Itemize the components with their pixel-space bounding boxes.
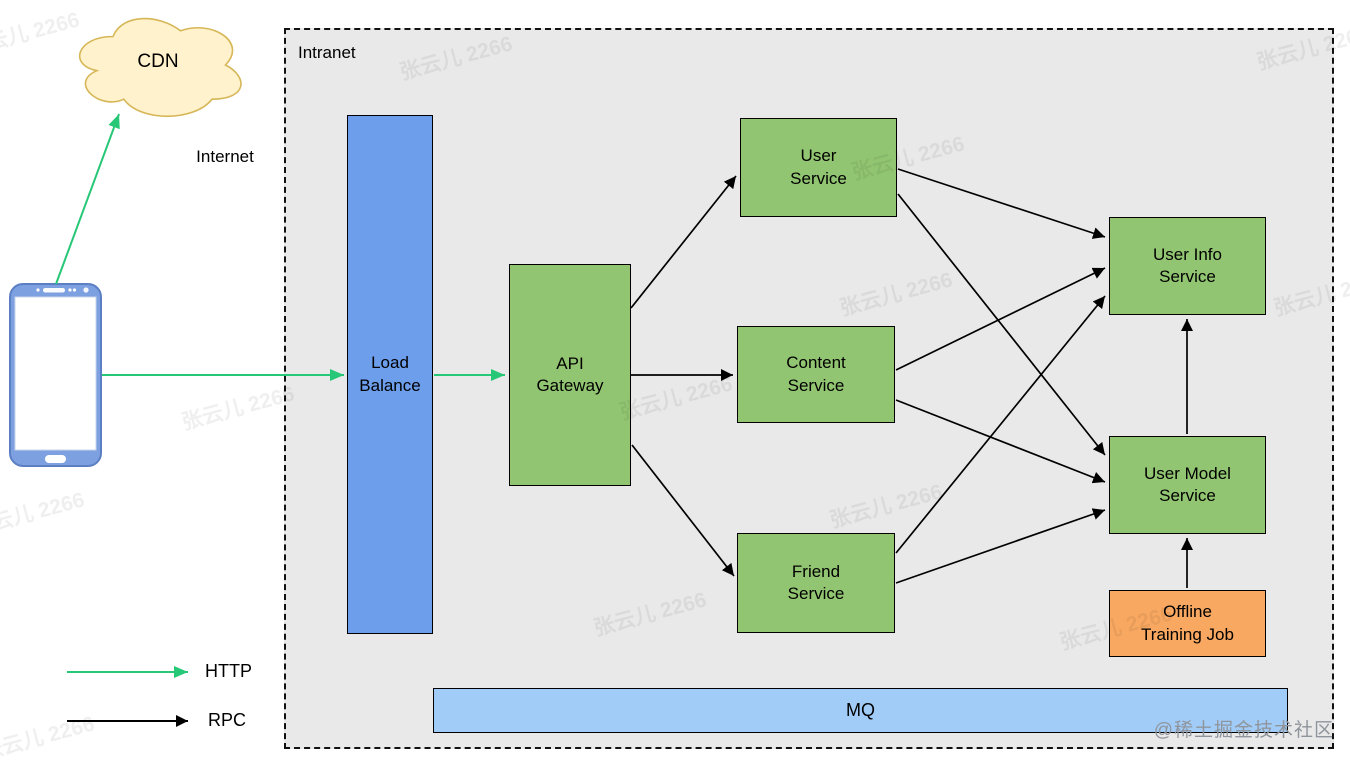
legend-http-label: HTTP bbox=[205, 661, 252, 681]
edge-friend-service-to-user-model-service bbox=[895, 508, 1106, 584]
node-user-service: User Service bbox=[740, 118, 897, 217]
node-offline-training-job: Offline Training Job bbox=[1109, 590, 1266, 657]
internet-label: Internet bbox=[196, 147, 254, 166]
edge-friend-service-to-user-info-service bbox=[895, 295, 1106, 554]
node-friend-service: Friend Service bbox=[737, 533, 895, 633]
cdn-cloud-label: CDN bbox=[137, 51, 179, 72]
edge-api-gateway-to-friend-service bbox=[631, 444, 735, 577]
mobile-client-icon bbox=[9, 283, 102, 467]
node-load-balance: Load Balance bbox=[347, 115, 433, 634]
edge-content-service-to-user-model-service bbox=[895, 399, 1106, 484]
edge-api-gateway-to-user-service bbox=[630, 175, 737, 309]
legend-rpc-label: RPC bbox=[208, 710, 247, 730]
node-user-model-service: User Model Service bbox=[1109, 436, 1266, 534]
node-user-info-service: User Info Service bbox=[1109, 217, 1266, 315]
node-api-gateway: API Gateway bbox=[509, 264, 631, 486]
edge-user-service-to-user-info-service bbox=[897, 168, 1106, 239]
edge-content-service-to-user-info-service bbox=[895, 267, 1106, 371]
edge-phone-to-cdn bbox=[55, 113, 120, 285]
cdn-cloud-shape bbox=[78, 17, 242, 117]
node-mq: MQ bbox=[433, 688, 1288, 733]
intranet-label: Intranet bbox=[298, 43, 356, 62]
edge-user-service-to-user-model-service bbox=[897, 193, 1106, 456]
node-content-service: Content Service bbox=[737, 326, 895, 423]
